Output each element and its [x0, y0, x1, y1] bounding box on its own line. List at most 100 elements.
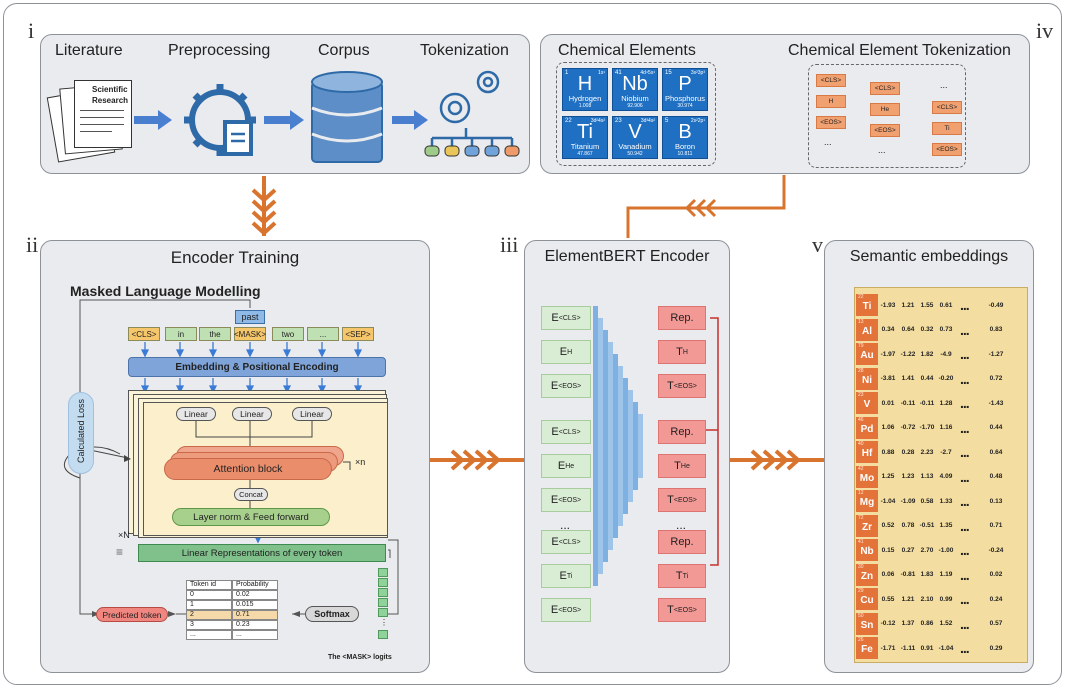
encoder-output-token: T<EOS>	[658, 488, 706, 512]
attention-block: Attention block	[164, 458, 332, 480]
token-sub: H	[682, 348, 688, 356]
embedding-value: 1.21	[901, 595, 915, 603]
linear-node-1: Linear	[176, 407, 216, 421]
element-token: H	[816, 95, 846, 108]
token-sub: <EOS>	[558, 606, 582, 614]
mask-logits-label: The <MASK> logits	[328, 654, 392, 661]
embedding-value: 0.73	[939, 326, 953, 333]
embedding-value: -0.20	[938, 375, 954, 382]
tile-symbol: H	[577, 73, 593, 95]
embedding-value: -0.12	[880, 620, 896, 627]
softmax-node: Softmax	[305, 606, 359, 622]
tile-name: Hydrogen	[568, 94, 602, 103]
arrow-right-icon	[134, 110, 172, 130]
encoder-output-token: Rep.	[658, 530, 706, 554]
tile-number: 22	[565, 118, 572, 124]
outer-frame	[3, 3, 1062, 685]
times-N-label: ×N	[118, 530, 130, 540]
embedding-last-value: 0.29	[989, 644, 1003, 652]
token-base: E	[551, 536, 559, 548]
step-preprocessing: Preprocessing	[168, 42, 271, 59]
embedding-ellipsis: ...	[960, 591, 970, 607]
token-ellipsis: ...	[878, 145, 886, 155]
tile-number: 1	[565, 70, 569, 76]
panel-number-ii: ii	[26, 232, 39, 257]
right-chevrons-icon	[430, 449, 524, 471]
token-sub: <EOS>	[558, 382, 582, 390]
encoder-funnel-slice	[628, 390, 633, 502]
atomic-number: 22	[858, 294, 864, 300]
mlm-token: <SEP>	[342, 327, 374, 341]
encoder-funnel-slice	[618, 366, 623, 526]
mlm-token: the	[199, 327, 231, 341]
periodic-tiles-box	[556, 62, 716, 166]
embedding-value: -0.81	[900, 571, 916, 578]
element-name: Au	[860, 350, 874, 361]
token-sub: Ti	[566, 572, 573, 580]
atomic-number: 72	[858, 514, 864, 521]
tile-config: 1s¹	[598, 70, 605, 76]
encoder-input-token: E<CLS>	[541, 530, 591, 554]
embedding-value: 1.23	[901, 473, 915, 480]
atomic-number: 23	[858, 392, 864, 398]
token-ellipsis: ...	[824, 137, 832, 147]
embedding-value: 1.21	[901, 301, 915, 309]
table-cell: 0.02	[232, 590, 278, 600]
embedding-value: 2.70	[920, 546, 934, 554]
embedding-value: 2.10	[920, 595, 934, 603]
tile-name: Vanadium	[618, 142, 652, 151]
embedding-value: 0.86	[920, 620, 934, 627]
step-tokenization: Tokenization	[420, 42, 509, 59]
encoder-input-token: E<EOS>	[541, 598, 591, 622]
tile-number: 41	[615, 70, 622, 76]
element-token: <CLS>	[816, 74, 846, 87]
token-base: E	[550, 380, 559, 392]
embedding-ellipsis: ...	[960, 468, 970, 485]
element-name: Hf	[861, 448, 873, 459]
token-sub: <CLS>	[558, 314, 581, 322]
linear-label: Linear	[184, 409, 208, 419]
embedding-value: -1.04	[880, 497, 896, 505]
token-base: T	[675, 570, 683, 582]
tile-mass: 30.974	[677, 103, 693, 109]
element-name: Fe	[861, 644, 873, 655]
token-base: E	[557, 460, 566, 472]
token-sub: <EOS>	[673, 606, 697, 614]
table-cell: 0.71	[232, 610, 278, 620]
embedding-last-value: 0.13	[989, 497, 1003, 505]
element-name: Nb	[860, 546, 874, 557]
chemical-elements-title: Chemical Elements	[558, 42, 696, 59]
token-base: E	[550, 604, 559, 616]
embedding-value: -1.22	[900, 350, 916, 358]
embedding-value: 0.64	[901, 326, 915, 333]
embedding-value: 0.15	[881, 546, 895, 554]
tile-config: 4d⁴5s¹	[640, 70, 655, 76]
embedding-value: 0.27	[901, 546, 915, 554]
arrow-right-icon	[264, 110, 304, 130]
embedding-bar: Embedding & Positional Encoding	[128, 357, 386, 377]
embedding-value: 1.06	[881, 424, 895, 431]
tile-config: 3d²4s²	[590, 118, 605, 124]
encoder-training-title: Encoder Training	[170, 248, 300, 267]
element-token: Ti	[932, 122, 962, 135]
embedding-value: 0.34	[881, 326, 895, 333]
embedding-last-value: -1.27	[988, 350, 1004, 358]
embedding-value: -4.9	[940, 350, 952, 358]
element-name: Mg	[859, 497, 875, 508]
embedding-value: -1.04	[938, 644, 954, 652]
arrow-right-icon	[392, 110, 428, 130]
layernorm-bar: Layer norm & Feed forward	[172, 508, 330, 526]
embedding-value: -1.93	[880, 301, 896, 309]
step-literature: Literature	[55, 42, 123, 59]
